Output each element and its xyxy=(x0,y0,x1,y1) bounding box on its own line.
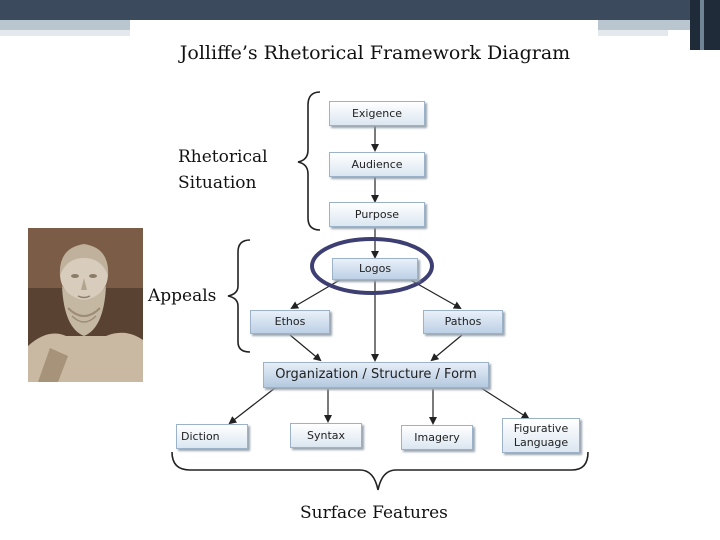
header-stripe xyxy=(0,20,130,30)
box-syntax-label: Syntax xyxy=(307,429,346,442)
box-audience-label: Audience xyxy=(351,158,403,171)
header-accent xyxy=(690,0,720,50)
rhetorical-situation-line2: Situation xyxy=(178,173,257,193)
header-bar xyxy=(0,0,720,20)
box-organization-label: Organization / Structure / Form xyxy=(275,367,477,382)
box-logos: Logos xyxy=(332,258,418,280)
brace-rhetorical-situation xyxy=(297,91,321,231)
header-stripe xyxy=(598,20,720,30)
arrow-ethos-organization xyxy=(289,334,322,362)
arrow-org-diction xyxy=(228,381,283,425)
title-area xyxy=(130,20,598,90)
rhetorical-situation-label: Rhetorical Situation xyxy=(178,144,288,196)
header-stripe xyxy=(598,30,668,36)
box-syntax: Syntax xyxy=(290,423,362,448)
box-figurative-language: Figurative Language xyxy=(502,418,580,453)
rhetorical-situation-line1: Rhetorical xyxy=(178,147,268,167)
aristotle-bust-image xyxy=(28,228,143,382)
arrow-org-figurative xyxy=(470,379,530,420)
box-exigence-label: Exigence xyxy=(351,107,403,120)
box-diction-label: Diction xyxy=(181,430,220,443)
box-pathos: Pathos xyxy=(423,310,503,334)
bust-illustration xyxy=(28,228,143,382)
header-stripe xyxy=(0,30,130,36)
slide-title: Jolliffe’s Rhetorical Framework Diagram xyxy=(179,42,571,64)
arrow-pathos-organization xyxy=(430,334,463,362)
logos-highlight-ellipse xyxy=(310,237,434,295)
appeals-label: Appeals xyxy=(148,286,217,306)
box-pathos-label: Pathos xyxy=(444,315,482,328)
header-accent-line xyxy=(700,0,704,50)
box-logos-label: Logos xyxy=(358,262,392,275)
box-purpose: Purpose xyxy=(329,202,425,227)
box-purpose-label: Purpose xyxy=(354,208,400,221)
box-exigence: Exigence xyxy=(329,101,425,126)
box-organization: Organization / Structure / Form xyxy=(263,362,489,388)
box-imagery-label: Imagery xyxy=(414,431,460,444)
box-ethos-label: Ethos xyxy=(274,315,306,328)
box-figurative-line1: Figurative xyxy=(513,422,569,435)
box-diction: Diction xyxy=(176,424,248,449)
box-audience: Audience xyxy=(329,152,425,177)
box-ethos: Ethos xyxy=(250,310,330,334)
brace-appeals xyxy=(227,239,251,353)
box-imagery: Imagery xyxy=(401,425,473,450)
brace-surface-features xyxy=(171,451,589,491)
box-figurative-line2: Language xyxy=(513,436,569,449)
surface-features-label: Surface Features xyxy=(300,503,448,523)
